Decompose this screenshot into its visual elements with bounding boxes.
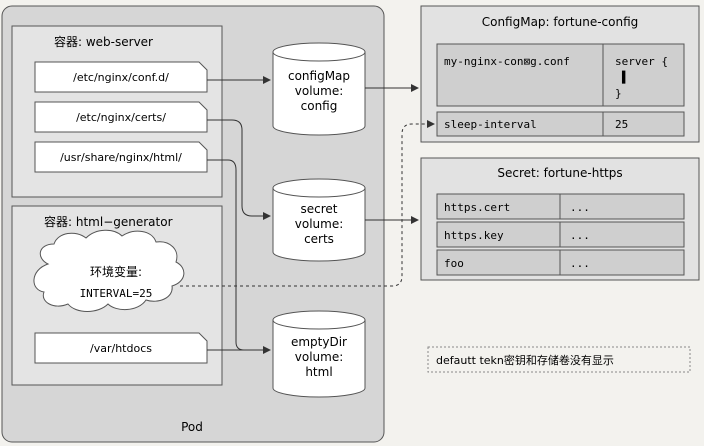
note-text: defautt tekn密钥和存储卷没有显示 <box>436 353 614 367</box>
mount-certs: /etc/nginx/certs/ <box>34 101 208 133</box>
volume-emptydir: emptyDir volume: html <box>272 310 366 398</box>
mount-htdocs: /var/htdocs <box>34 332 208 364</box>
configmap-value-nginx-line2: ▌ <box>621 70 629 84</box>
env-cloud: 环境变量: INTERVAL=25 <box>33 229 185 312</box>
web-server-title: 容器: web-server <box>54 34 153 49</box>
env-value: INTERVAL=25 <box>80 287 153 300</box>
note-box: defautt tekn密钥和存储卷没有显示 <box>427 346 691 373</box>
configmap-value-nginx-line1: server { <box>615 55 668 68</box>
volume-emptydir-line1: emptyDir <box>291 335 347 349</box>
secret-key-key: https.key <box>444 229 504 242</box>
volume-configmap: configMap volume: config <box>272 42 366 136</box>
volume-secret-line3: certs <box>304 232 334 246</box>
mount-html: /usr/share/nginx/html/ <box>34 141 208 173</box>
secret-key-cert: https.cert <box>444 201 510 214</box>
mount-conf-d: /etc/nginx/conf.d/ <box>34 61 208 93</box>
pod-label: Pod <box>181 420 203 434</box>
configmap-panel: ConfigMap: fortune-config my-nginx-con⊠g… <box>420 5 700 143</box>
configmap-key-sleep: sleep-interval <box>444 118 537 131</box>
secret-value-foo: ... <box>570 257 590 270</box>
configmap-row-sleep: sleep-interval 25 <box>436 111 685 137</box>
connectors <box>180 76 435 354</box>
html-generator-title: 容器: html−generator <box>44 214 173 229</box>
html-generator-container: 容器: html−generator 环境变量: INTERVAL=25 /va… <box>11 205 223 386</box>
connector-certs-secret <box>207 119 271 220</box>
secret-key-foo: foo <box>444 257 464 270</box>
configmap-row-nginx: my-nginx-con⊠g.conf server { ▌ } <box>436 43 685 107</box>
configmap-value-nginx-line3: } <box>615 87 622 100</box>
secret-panel: Secret: fortune-https https.cert ... htt… <box>420 157 700 281</box>
volume-emptydir-line3: html <box>305 365 332 379</box>
mount-html-label: /usr/share/nginx/html/ <box>60 151 182 164</box>
configmap-title: ConfigMap: fortune-config <box>482 15 639 29</box>
secret-value-cert: ... <box>570 201 590 214</box>
connector-env-sleepinterval <box>180 120 435 287</box>
volume-configmap-line1: configMap <box>288 69 350 83</box>
volume-secret-line2: volume: <box>295 217 344 231</box>
volume-configmap-line2: volume: <box>295 84 344 98</box>
secret-row-cert: https.cert ... <box>436 193 685 220</box>
web-server-container: 容器: web-server /etc/nginx/conf.d/ /etc/n… <box>11 25 223 198</box>
secret-value-key: ... <box>570 229 590 242</box>
env-title: 环境变量: <box>90 264 142 279</box>
volume-configmap-line3: config <box>301 99 338 113</box>
volume-secret: secret volume: certs <box>272 178 366 262</box>
secret-title: Secret: fortune-https <box>497 166 622 180</box>
mount-certs-label: /etc/nginx/certs/ <box>76 111 166 124</box>
secret-row-foo: foo ... <box>436 249 685 276</box>
volume-emptydir-line2: volume: <box>295 350 344 364</box>
secret-row-key: https.key ... <box>436 221 685 248</box>
volume-secret-line1: secret <box>301 202 338 216</box>
configmap-value-sleep: 25 <box>615 118 628 131</box>
configmap-key-nginx: my-nginx-con⊠g.conf <box>444 55 570 68</box>
mount-conf-d-label: /etc/nginx/conf.d/ <box>73 71 169 84</box>
mount-htdocs-label: /var/htdocs <box>90 342 152 355</box>
